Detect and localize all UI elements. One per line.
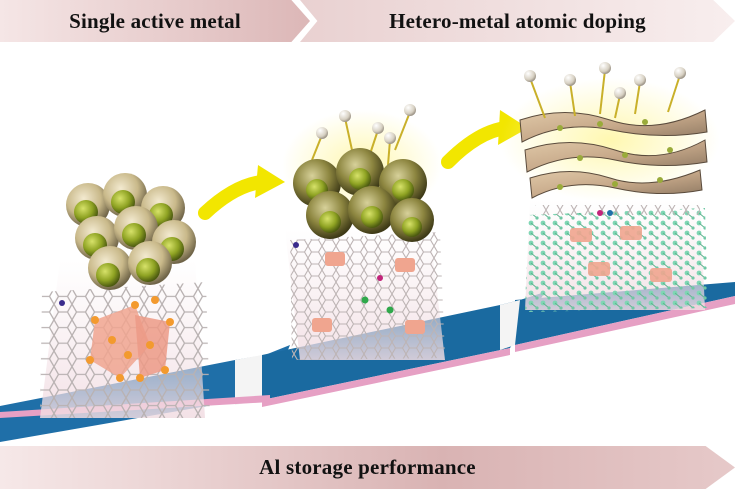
step-riser-2 <box>500 300 520 350</box>
banner-single-active-metal: Single active metal <box>0 0 310 42</box>
crystal-lattice-stage-3 <box>525 205 708 312</box>
yolk-shell-cluster-stage-1 <box>66 173 196 290</box>
yolk-shell-sphere-icon <box>114 206 158 250</box>
banner-al-storage-performance-label: Al storage performance <box>259 455 476 479</box>
yolk-shell-sphere-icon <box>88 246 132 290</box>
yolk-shell-sphere-icon <box>128 241 172 285</box>
layered-sheet-icon <box>500 62 720 202</box>
step-edge-pink-2 <box>262 348 510 407</box>
yolk-shell-sphere-icon <box>390 198 434 242</box>
graphene-lattice-stage-2 <box>290 232 445 360</box>
banner-hetero-metal-doping: Hetero-metal atomic doping <box>300 0 735 42</box>
graphene-lattice-stage-1 <box>40 282 210 418</box>
yolk-shell-sphere-icon <box>379 159 427 207</box>
staircase-scene <box>0 62 735 442</box>
yolk-shell-sphere-icon <box>306 191 354 239</box>
banner-single-active-metal-label: Single active metal <box>69 8 241 33</box>
yolk-shell-cluster-stage-2 <box>282 104 442 242</box>
yolk-shell-sphere-icon <box>336 148 384 196</box>
curved-arrow-icon <box>198 165 285 220</box>
metal-cluster-stage-1 <box>59 296 174 382</box>
banner-al-storage-performance: Al storage performance <box>0 446 735 489</box>
banner-hetero-metal-doping-label: Hetero-metal atomic doping <box>389 8 646 33</box>
yolk-shell-sphere-icon <box>348 186 396 234</box>
lollipop-site-icon <box>311 111 411 166</box>
lollipop-site-icon <box>529 69 681 119</box>
step-riser-1 <box>235 355 262 405</box>
metal-cluster-stage-2 <box>312 252 425 334</box>
